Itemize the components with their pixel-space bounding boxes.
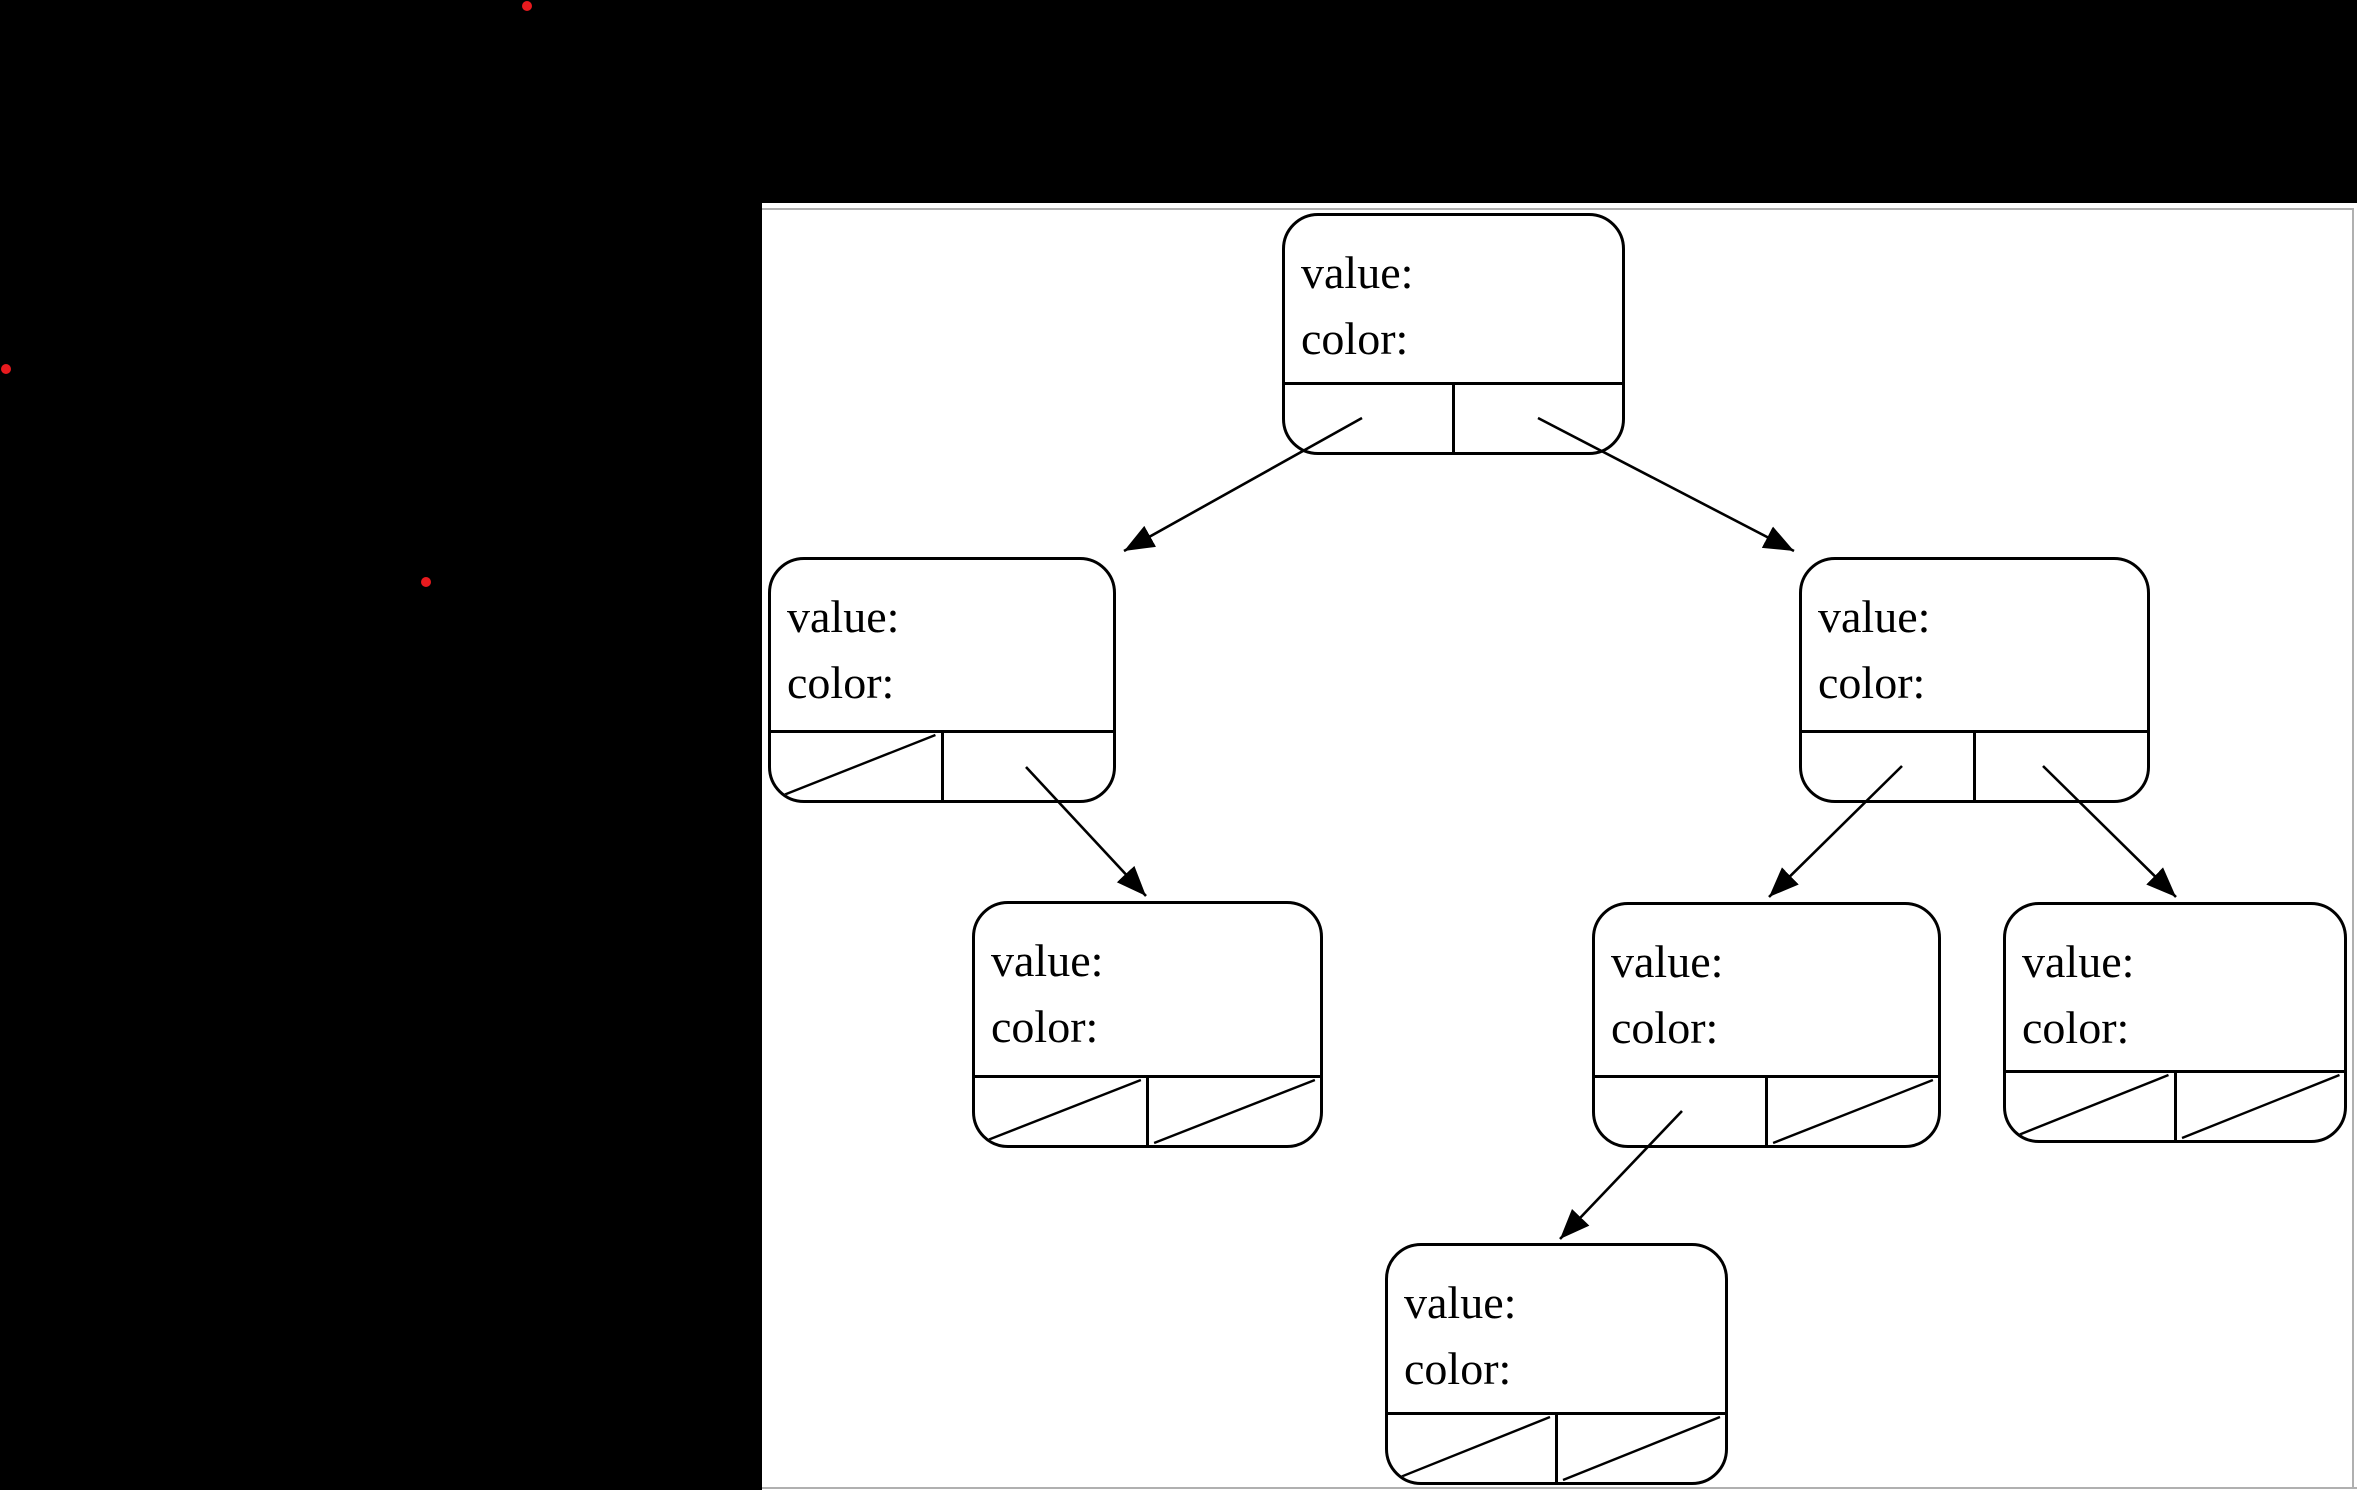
left-pointer-cell: [1595, 1078, 1768, 1145]
node-value-label: value:: [787, 591, 900, 642]
pointer-cells: [1802, 730, 2147, 800]
node-value-label: value:: [1301, 247, 1414, 298]
panel-top-rule: [762, 208, 2353, 210]
null-slash-icon: [1388, 1415, 1555, 1482]
left-pointer-cell: [1802, 733, 1976, 800]
tree-node-right-right: value: color:: [2003, 902, 2347, 1143]
left-pointer-cell-null: [771, 733, 944, 800]
null-slash-icon: [1558, 1415, 1725, 1482]
left-pointer-cell-null: [975, 1078, 1149, 1145]
node-value-label: value:: [1818, 591, 1931, 642]
node-value-label: value:: [2022, 936, 2135, 987]
node-value-label: value:: [991, 935, 1104, 986]
tree-node-root: value: color:: [1282, 213, 1625, 455]
left-pointer-cell-null: [2006, 1073, 2177, 1140]
red-dot-annotation: [1, 364, 11, 374]
null-slash-icon: [1149, 1078, 1320, 1145]
node-color-label: color:: [2022, 1002, 2130, 1053]
node-color-label: color:: [1818, 657, 1926, 708]
tree-node-left: value: color:: [768, 557, 1116, 803]
node-value-label: value:: [1611, 936, 1724, 987]
panel-bottom-rule: [762, 1487, 2357, 1489]
right-pointer-cell-null: [2177, 1073, 2345, 1140]
right-pointer-cell: [1455, 385, 1622, 452]
node-color-label: color:: [1611, 1002, 1719, 1053]
null-slash-icon: [975, 1078, 1146, 1145]
right-pointer-cell: [944, 733, 1114, 800]
null-slash-icon: [1768, 1078, 1938, 1145]
pointer-cells: [2006, 1070, 2344, 1140]
left-pointer-cell: [1285, 385, 1455, 452]
tree-node-right-left-left: value: color:: [1385, 1243, 1728, 1485]
null-slash-icon: [2177, 1073, 2345, 1140]
tree-node-left-right: value: color:: [972, 901, 1323, 1148]
right-pointer-cell-null: [1558, 1415, 1725, 1482]
tree-node-right: value: color:: [1799, 557, 2150, 803]
pointer-cells: [1388, 1412, 1725, 1482]
right-pointer-cell: [1976, 733, 2147, 800]
right-pointer-cell-null: [1149, 1078, 1320, 1145]
red-dot-annotation: [421, 577, 431, 587]
node-color-label: color:: [991, 1001, 1099, 1052]
node-color-label: color:: [787, 657, 895, 708]
pointer-cells: [1285, 382, 1622, 452]
null-slash-icon: [771, 733, 941, 800]
right-pointer-cell-null: [1768, 1078, 1938, 1145]
left-pointer-cell-null: [1388, 1415, 1558, 1482]
pointer-cells: [771, 730, 1113, 800]
tree-node-right-left: value: color:: [1592, 902, 1941, 1148]
red-dot-annotation: [522, 1, 532, 11]
pointer-cells: [1595, 1075, 1938, 1145]
null-slash-icon: [2006, 1073, 2174, 1140]
node-value-label: value:: [1404, 1277, 1517, 1328]
node-color-label: color:: [1404, 1343, 1512, 1394]
panel-right-rule: [2352, 208, 2354, 1488]
node-color-label: color:: [1301, 313, 1409, 364]
pointer-cells: [975, 1075, 1320, 1145]
